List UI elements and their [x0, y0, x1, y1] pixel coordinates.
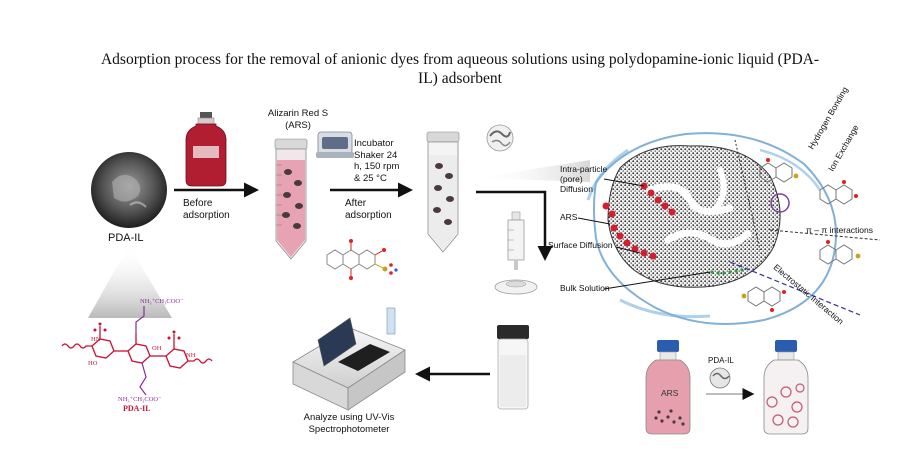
after-adsorption-line-1: After — [345, 198, 367, 209]
incubator-line-2: Shaker 24 — [354, 149, 398, 161]
intra-particle-line-2: (pore) — [560, 174, 583, 184]
before-adsorption-line-1: Before — [183, 198, 213, 209]
intra-particle-line-1: Intra-particle — [560, 164, 608, 174]
analyze-line-2: Spectrophotometer — [308, 423, 390, 435]
arrow-to-filtration — [476, 190, 553, 261]
bottle-ars-label: ARS — [661, 388, 679, 398]
figure-title-line-2: IL) adsorbent — [418, 70, 502, 87]
incubator-label: Incubator Shaker 24 h, 150 rpm & 25 °C — [354, 138, 399, 184]
sample-vial-image — [497, 325, 529, 410]
ars-label: Alizarin Red S (ARS) — [262, 108, 334, 131]
ars-molecule-structure — [326, 239, 398, 280]
surface-diffusion-label: Surface Diffusion — [548, 240, 613, 250]
zoom-cone-mechanism — [476, 160, 590, 182]
uv-vis-spectrophotometer-image — [292, 307, 406, 411]
pi-interactions-label: π – π interactions — [806, 225, 874, 235]
pda-il-chemical-structure — [61, 306, 213, 396]
ars-solution-bottle — [645, 340, 691, 435]
pda-il-sample-image — [91, 152, 167, 228]
structure-hn-label: HN — [91, 336, 101, 343]
structure-ho-label: HO — [88, 360, 98, 367]
falcon-tube-before — [274, 138, 308, 260]
ars-label-line-2: (ARS) — [285, 119, 311, 131]
structure-substituent-bottom: NH₃⁺CH₃COO⁻ — [118, 396, 162, 403]
ars-label-line-1: Alizarin Red S — [267, 108, 329, 119]
incubator-line-4: & 25 °C — [354, 172, 387, 184]
incubator-line-1: Incubator — [354, 138, 394, 149]
incubator-line-3: h, 150 rpm — [354, 161, 400, 172]
before-adsorption-line-2: adsorption — [183, 209, 230, 221]
analyze-line-1: Analyze using UV-Vis — [303, 412, 395, 423]
structure-nh-label: NH — [186, 352, 196, 359]
adsorbent-particle-zoom-icon — [486, 124, 514, 152]
intra-particle-line-3: Diffusion — [560, 184, 593, 194]
structure-name-label: PDA-IL — [123, 404, 151, 413]
pda-il-label: PDA-IL — [108, 232, 144, 244]
ars-mechanism-label: ARS — [560, 212, 578, 222]
ars-stock-bottle — [185, 112, 227, 187]
bulk-solution-label: Bulk Solution — [560, 283, 610, 293]
mechanism-leader-lines — [577, 178, 711, 290]
pda-il-particle-icon — [709, 367, 731, 389]
adsorption-mechanism-graphic — [586, 132, 881, 325]
after-adsorption-label: After adsorption — [345, 198, 392, 221]
structure-oh-label: OH — [152, 345, 162, 352]
syringe-filter-image — [494, 211, 538, 295]
bottle-pda-il-label: PDA-IL — [708, 356, 734, 365]
zoom-cone-structure — [88, 245, 172, 318]
before-adsorption-label: Before adsorption — [183, 198, 230, 221]
incubator-shaker-image — [316, 131, 354, 158]
treated-solution-bottle — [763, 340, 809, 435]
after-adsorption-line-2: adsorption — [345, 209, 392, 221]
intra-particle-label: Intra-particle (pore) Diffusion — [560, 164, 607, 194]
figure-title-line-1: Adsorption process for the removal of an… — [100, 51, 820, 68]
analyze-label: Analyze using UV-Vis Spectrophotometer — [294, 412, 404, 435]
structure-substituent-top: NH₃⁺CH₃COO⁻ — [140, 298, 184, 305]
falcon-tube-after — [426, 131, 460, 253]
